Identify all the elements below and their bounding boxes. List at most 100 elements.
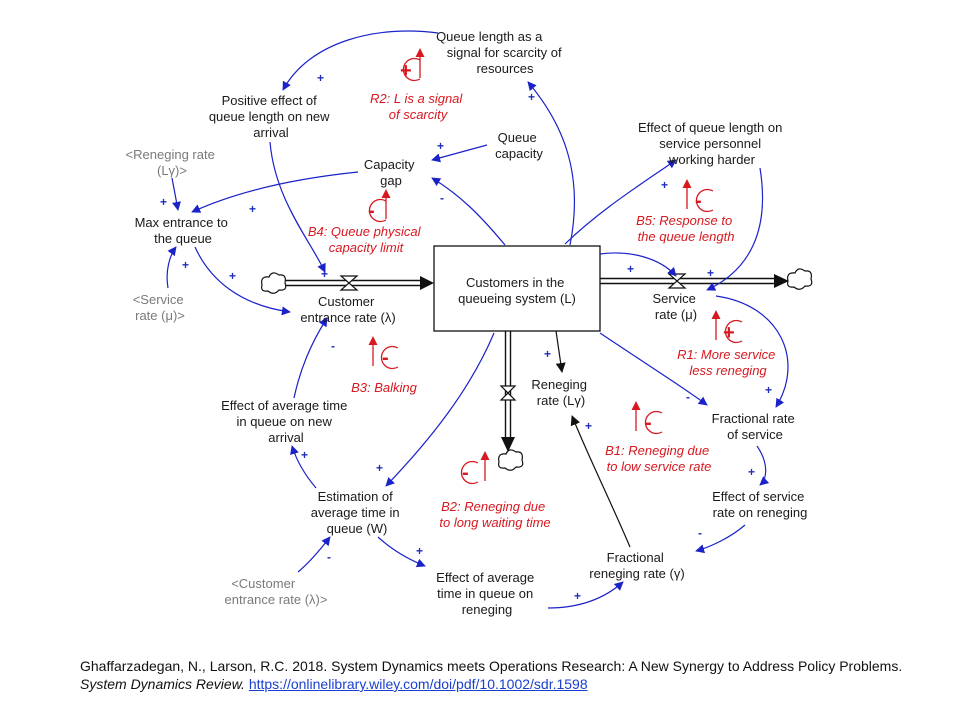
node-fractional-service-line-2: of service [727,427,783,442]
polarity-stock-to-personnel: + [661,178,668,192]
loop-r1-marker: + [711,310,743,344]
polarity-stock-to-service: + [627,262,634,276]
stock-line-2: queueing system (L) [458,291,576,306]
link-effect-to-fractional-reneging [695,524,746,554]
polarity-service-to-fractional-service: + [765,383,772,397]
loop-b2-sign: - [462,462,469,484]
node-effect-service-reneging: Effect of service rate on reneging [712,489,808,520]
node-queue-capacity-line-2: capacity [495,146,543,161]
polarity-estimation-to-effect-arrival: + [301,448,308,462]
node-effect-avg-time-arrival-line-2: in queue on new [236,414,332,429]
node-effect-avg-time-arrival: Effect of average time in queue on new a… [221,398,351,445]
loop-b1-sign: - [645,412,652,434]
node-capacity-gap-line-1: Capacity [364,157,415,172]
citation-link[interactable]: https://onlinelibrary.wiley.com/doi/pdf/… [248,676,588,692]
loop-r1-label: R1: More service less reneging [677,347,779,378]
loop-r2-marker: + [400,48,425,82]
link-capacity-to-gap [431,144,488,163]
link-estimation-to-effect-arrival [290,445,317,489]
inflow-pipe [284,276,434,290]
polarity-signal-to-positive: + [317,71,324,85]
loop-r2-label-line-1: R2: L is a signal [370,91,463,106]
node-customer-entrance: Customer entrance rate (λ) [300,294,395,325]
polarity-estimation-to-effect-reneging: + [416,544,423,558]
polarity-reneging-shadow-to-max: + [160,195,167,209]
node-fractional-reneging: Fractional reneging rate (γ) [589,550,684,581]
link-stock-to-personnel [564,159,677,245]
polarity-effect-to-fractional-reneging: - [698,526,702,540]
node-positive-effect: Positive effect of queue length on new a… [209,93,333,140]
link-gap-to-max [191,171,359,213]
loop-r2-label: R2: L is a signal of scarcity [370,91,466,122]
node-max-entrance-line-1: Max entrance to [135,215,228,230]
node-fractional-reneging-line-2: reneging rate (γ) [589,566,684,581]
service-outflow-pipe [600,274,789,288]
node-service-rate-line-2: rate (μ) [655,307,697,322]
loop-b2-label: B2: Reneging due to long waiting time [439,499,550,530]
loop-r1-sign: + [723,322,735,344]
loop-b1-label-line-1: B1: Reneging due [605,443,709,458]
node-queue-signal-line-3: resources [476,61,534,76]
loop-b4-label-line-2: capacity limit [329,240,405,255]
loop-b1-marker: - [631,401,663,435]
polarity-stock-to-estimation: + [376,461,383,475]
polarity-fractional-reneging-to-reneging: + [585,419,592,433]
polarity-positive-to-entrance: + [321,267,328,281]
node-capacity-gap-line-2: gap [380,173,402,188]
node-max-entrance-line-2: the queue [154,231,212,246]
node-queue-signal: Queue length as a signal for scarcity of… [436,29,565,76]
stock-box [433,245,601,332]
polarity-stock-to-gap: - [440,191,444,205]
node-customer-entrance-line-2: entrance rate (λ) [300,310,395,325]
node-effect-avg-time-reneging-line-2: time in queue on [437,586,533,601]
link-stock-to-service [599,252,677,277]
link-effect-reneging-to-fractional [547,581,624,609]
node-effect-service-reneging-line-2: rate on reneging [713,505,808,520]
loop-b5-marker: - [682,179,714,213]
loop-r2-label-line-2: of scarcity [389,107,449,122]
node-customer-shadow-line-2: entrance rate (λ)> [225,592,328,607]
node-queue-capacity-line-1: Queue [498,130,537,145]
service-valve-icon [667,273,687,289]
citation-journal: System Dynamics Review. [80,676,245,692]
node-estimation-avg-time-line-1: Estimation of [318,489,394,504]
link-personnel-to-service [706,167,764,291]
source-cloud-icon [261,272,287,294]
link-estimation-to-effect-reneging [377,536,426,568]
polarity-stock-to-reneging: + [544,347,551,361]
link-effect-arrival-to-entrance [293,317,328,399]
loop-b5-label-line-1: B5: Response to [636,213,732,228]
loop-r1-label-line-1: R1: More service [677,347,775,362]
node-queue-capacity: Queue capacity [495,130,543,161]
node-fractional-service-line-1: Fractional rate [712,411,795,426]
link-positive-to-entrance [269,141,326,273]
polarity-stock-to-signal: + [528,90,535,104]
loop-b2-label-line-1: B2: Reneging due [441,499,545,514]
reneging-sink-cloud-icon [498,449,524,471]
node-reneging-shadow-line-2: (Lγ)> [157,163,187,178]
citation: Ghaffarzadegan, N., Larson, R.C. 2018. S… [80,657,940,693]
polarity-service-shadow-to-max: + [182,258,189,272]
loop-b2-label-line-2: to long waiting time [439,515,550,530]
node-service-shadow-line-2: rate (μ)> [135,308,185,323]
node-estimation-avg-time: Estimation of average time in queue (W) [311,489,404,536]
node-effect-avg-time-arrival-line-1: Effect of average time [221,398,347,413]
link-max-to-entrance [194,246,291,316]
node-reneging-shadow-line-1: <Reneging rate [126,147,215,162]
link-fractional-reneging-to-reneging [570,415,631,548]
node-effect-service-reneging-line-1: Effect of service [712,489,804,504]
node-positive-effect-line-2: queue length on new [209,109,330,124]
loop-b3-sign: - [382,347,389,369]
node-customer-entrance-line-1: Customer [318,294,375,309]
node-queue-signal-line-1: Queue length as a [436,29,543,44]
node-fractional-service: Fractional rate of service [712,411,799,442]
polarity-fractional-service-to-effect: + [748,465,755,479]
stock-label: Customers in the queueing system (L) [458,275,576,306]
polarity-effect-reneging-to-fractional: + [574,589,581,603]
node-effect-avg-time-reneging-line-1: Effect of average [436,570,534,585]
polarity-max-to-entrance: + [229,269,236,283]
node-effect-personnel-line-3: working harder [668,152,756,167]
node-effect-avg-time-arrival-line-3: arrival [268,430,304,445]
loop-b3-label-line-1: B3: Balking [351,380,418,395]
